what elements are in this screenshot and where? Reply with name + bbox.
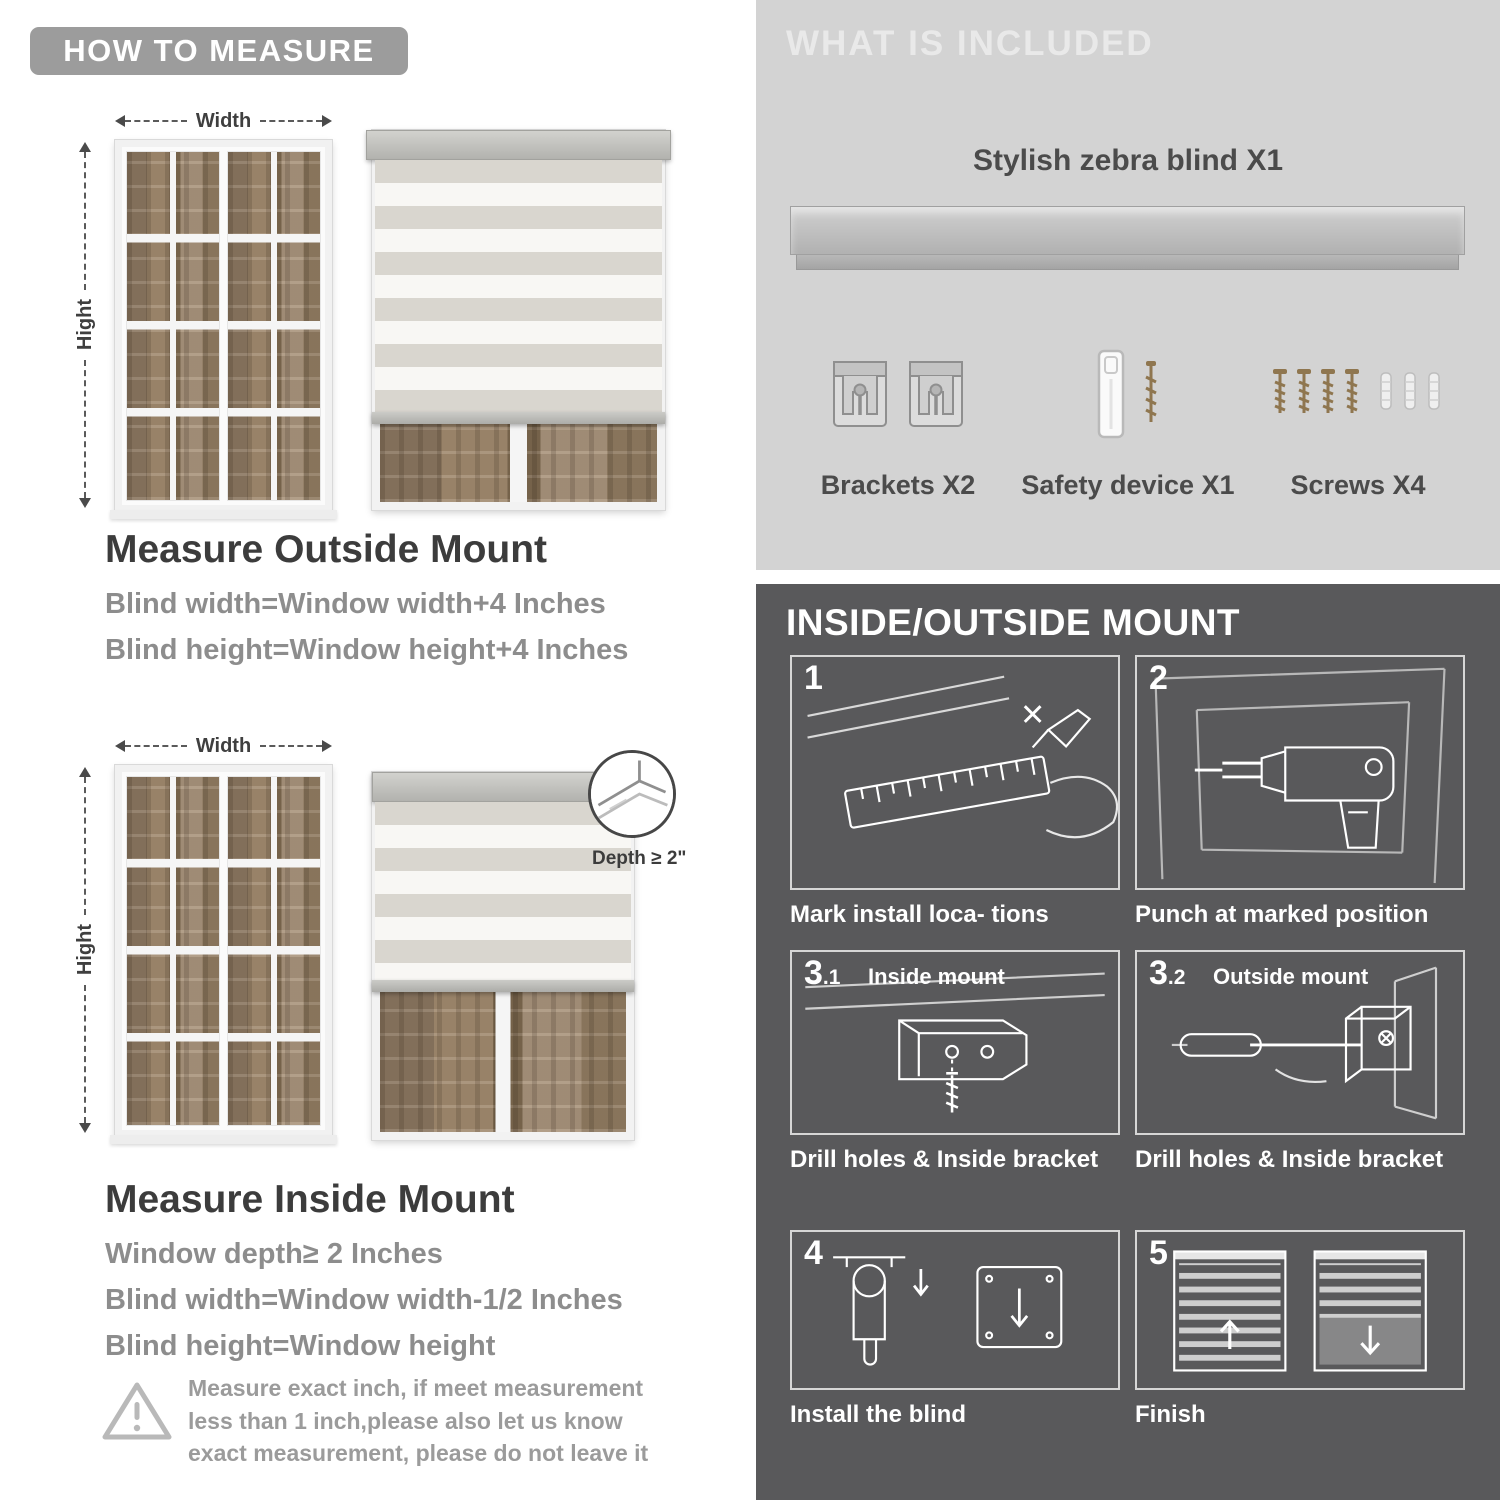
mount-section-header: INSIDE/OUTSIDE MOUNT (786, 602, 1241, 643)
brackets-label: Brackets X2 (820, 470, 976, 500)
width-label: Width (195, 734, 252, 757)
window-corner-detail-icon (591, 753, 673, 835)
screws-label: Screws X4 (1290, 470, 1426, 500)
safety-device-icon (1097, 349, 1157, 439)
included-item-safety-device: Safety device X1 (1008, 336, 1248, 501)
arrow-down-icon (79, 498, 91, 508)
included-item-screws: Screws X4 (1248, 336, 1468, 501)
arrow-left-icon (115, 740, 125, 752)
included-items-row: Brackets X2 Safety device X1 (788, 336, 1468, 501)
height-label: Hight (73, 299, 96, 351)
included-item-brackets: Brackets X2 (788, 336, 1008, 501)
step-2-illustration (1154, 667, 1446, 884)
zebra-blind-illustration-inside (371, 771, 635, 1141)
arrow-left-icon (115, 115, 125, 127)
step-badge: Inside mount (868, 964, 1005, 989)
mount-step-3-1: 3.1 Inside mount Drill holes & Inside br… (790, 950, 1120, 1174)
step-1-illustration (807, 675, 1118, 839)
mount-step-1: 1 Mark install loca- tions (790, 655, 1120, 929)
window-pane (126, 151, 220, 501)
arrow-down-icon (79, 1123, 91, 1133)
height-arrow-outside: Hight (72, 142, 98, 508)
mount-step-2: 2 Punch at marked position (1135, 655, 1465, 929)
mount-instructions-section: INSIDE/OUTSIDE MOUNT 1 Mark install loca (756, 584, 1500, 1500)
blind-bottomrail (372, 980, 634, 992)
window-illustration-inside (110, 764, 337, 1144)
height-arrow-inside: Hight (72, 767, 98, 1133)
screws-icon (1271, 367, 1440, 415)
mount-step-4: 4 Install the blind (790, 1230, 1120, 1429)
window-pane (227, 776, 321, 1126)
window-pane (126, 776, 220, 1126)
step-3-1-illustration (805, 972, 1105, 1113)
inside-mount-line1: Window depth≥ 2 Inches (105, 1238, 443, 1270)
what-is-included-section: WHAT IS INCLUDED Stylish zebra blind X1 (756, 0, 1500, 570)
step-number: 1 (804, 659, 823, 697)
blind-headrail-illustration (790, 206, 1465, 270)
how-to-measure-header: HOW TO MEASURE (30, 27, 408, 75)
outside-mount-line2: Blind height=Window height+4 Inches (105, 634, 629, 666)
mount-step-5: 5 Finish (1135, 1230, 1465, 1429)
step-caption: Mark install loca- tions (790, 901, 1049, 928)
step-caption: Drill holes & Inside bracket (790, 1146, 1099, 1173)
zebra-blind-illustration-outside (366, 129, 671, 511)
inside-mount-title: Measure Inside Mount (105, 1178, 515, 1221)
what-is-included-header: WHAT IS INCLUDED (786, 24, 1154, 63)
blind-product-label: Stylish zebra blind X1 (972, 144, 1284, 177)
outside-mount-line1: Blind width=Window width+4 Inches (105, 588, 606, 620)
height-label: Hight (73, 924, 96, 976)
mount-step-3-2: 3.2 Outside mount Drill holes & Inside b… (1135, 950, 1465, 1174)
blind-stripes (375, 802, 631, 980)
blind-stripes (375, 160, 662, 412)
step-caption: Drill holes & Inside bracket (1135, 1146, 1444, 1173)
depth-detail-magnifier (588, 750, 676, 838)
bracket-icon (833, 361, 887, 427)
step-caption: Punch at marked position (1135, 901, 1429, 928)
step-5-illustration (1173, 1250, 1427, 1372)
depth-callout-label: Depth ≥ 2" (592, 848, 687, 869)
width-arrow-outside: Width (115, 109, 333, 132)
step-number: 3.1 (804, 954, 841, 992)
arrow-up-icon (79, 767, 91, 777)
step-number: 2 (1149, 659, 1168, 697)
arrow-right-icon (322, 740, 333, 752)
inside-mount-line2: Blind width=Window width-1/2 Inches (105, 1284, 623, 1316)
blind-headrail (366, 130, 671, 160)
step-caption: Install the blind (790, 1401, 967, 1428)
outside-mount-title: Measure Outside Mount (105, 528, 548, 571)
step-number: 3.2 (1149, 954, 1186, 992)
step-3-2-illustration (1171, 966, 1438, 1120)
step-number: 4 (804, 1234, 823, 1272)
window-pane (227, 151, 321, 501)
inside-mount-line3: Blind height=Window height (105, 1330, 496, 1362)
arrow-right-icon (322, 115, 333, 127)
blind-bottomrail (372, 412, 665, 424)
measurement-warning-text: Measure exact inch, if meet measurement … (188, 1375, 649, 1467)
step-caption: Finish (1135, 1401, 1206, 1428)
window-illustration-outside (110, 139, 337, 519)
step-number: 5 (1149, 1234, 1168, 1272)
bracket-icon (909, 361, 963, 427)
width-arrow-inside: Width (115, 734, 333, 757)
safety-device-label: Safety device X1 (1021, 470, 1235, 500)
step-4-illustration (833, 1256, 1063, 1366)
warning-icon (102, 1382, 172, 1440)
width-label: Width (195, 109, 252, 132)
arrow-up-icon (79, 142, 91, 152)
step-badge: Outside mount (1213, 964, 1369, 989)
